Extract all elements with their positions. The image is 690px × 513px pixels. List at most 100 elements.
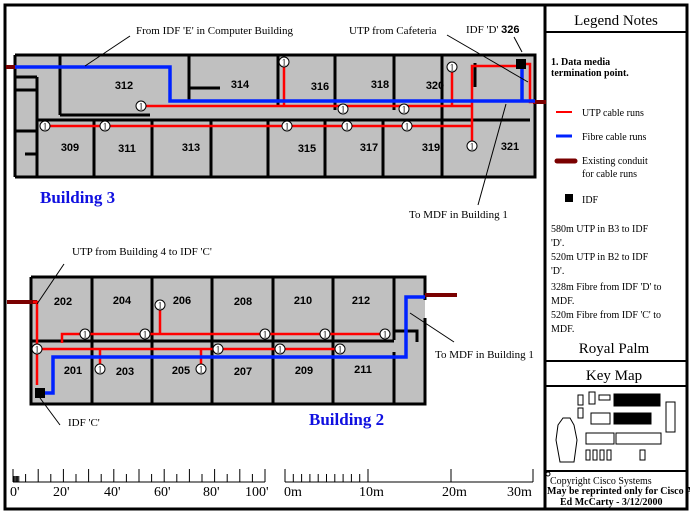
data-outlet-icon xyxy=(259,328,271,340)
outlet-label: 1 xyxy=(323,330,328,340)
callout-b2-to-mdf: To MDF in Building 1 xyxy=(435,349,534,361)
outlet-label: 1 xyxy=(83,330,88,340)
note-line: 520m Fibre from IDF 'C' to xyxy=(551,310,661,321)
data-outlet-icon xyxy=(195,363,207,375)
leader-line xyxy=(446,34,529,83)
room-210: 210 xyxy=(294,295,312,307)
note-line: 520m UTP in B2 to IDF xyxy=(551,252,649,263)
idf-c-marker xyxy=(35,388,45,398)
room-208: 208 xyxy=(234,296,252,308)
outlet-label: 1 xyxy=(103,122,108,132)
outlet-label: 1 xyxy=(402,105,407,115)
callout-utp-cafeteria: UTP from Cafeteria xyxy=(349,25,437,37)
building-3-plan: 312 314 316 318 320 309 311 313 315 317 … xyxy=(6,24,546,221)
data-outlet-icon xyxy=(379,328,391,340)
room-311: 311 xyxy=(118,143,136,155)
leader-line xyxy=(513,36,523,53)
room-202: 202 xyxy=(54,296,72,308)
author-date: Ed McCarty - 3/12/2000 xyxy=(560,497,663,508)
legend-conduit-1: Existing conduit xyxy=(582,156,648,167)
note-1-line-1: 1. Data media xyxy=(551,57,610,68)
room-211: 211 xyxy=(354,364,372,376)
data-outlet-icon xyxy=(401,120,413,132)
metre-label-20: 20m xyxy=(442,485,467,500)
data-outlet-icon xyxy=(278,56,290,68)
data-outlet-icon xyxy=(341,120,353,132)
building-2-fibre-run xyxy=(44,295,425,395)
room-205: 205 xyxy=(172,365,190,377)
room-320: 320 xyxy=(426,80,444,92)
note-line: 'D'. xyxy=(551,266,564,277)
callout-idf-c: IDF 'C' xyxy=(68,417,100,429)
legend-utp: UTP cable runs xyxy=(582,108,644,119)
callout-utp-from-building-4: UTP from Building 4 to IDF 'C' xyxy=(72,246,212,258)
outlet-label: 1 xyxy=(139,102,144,112)
room-312: 312 xyxy=(115,80,133,92)
room-204: 204 xyxy=(113,295,132,307)
building-3-room-labels: 312 314 316 318 320 309 311 313 315 317 … xyxy=(61,79,519,155)
outlet-label: 1 xyxy=(470,142,475,152)
site-name: Royal Palm xyxy=(579,341,650,357)
room-207: 207 xyxy=(234,366,252,378)
data-outlet-icon xyxy=(154,299,166,311)
note-line: 328m Fibre from IDF 'D' to xyxy=(551,282,662,293)
building-3-walls xyxy=(13,53,537,179)
outlet-label: 1 xyxy=(341,105,346,115)
legend-conduit-2: for cable runs xyxy=(582,169,637,180)
data-outlet-icon xyxy=(39,120,51,132)
metre-label-30: 30m xyxy=(507,485,532,500)
building-2-room-labels: 202 204 206 208 210 212 201 203 205 207 … xyxy=(54,295,372,378)
note-1-line-2: termination point. xyxy=(551,68,629,79)
outlet-label: 1 xyxy=(43,122,48,132)
data-outlet-icon xyxy=(94,363,106,375)
data-outlet-icon xyxy=(274,343,286,355)
data-outlet-icon xyxy=(281,120,293,132)
outlet-label: 1 xyxy=(199,365,204,375)
copyright-text: Copyright Cisco Systems xyxy=(550,476,652,487)
room-318: 318 xyxy=(371,79,389,91)
room-315: 315 xyxy=(298,143,316,155)
leader-line xyxy=(409,312,455,343)
outlet-label: 1 xyxy=(282,58,287,68)
feet-label-40: 40' xyxy=(104,485,121,500)
callout-b3-to-mdf: To MDF in Building 1 xyxy=(409,209,508,221)
callout-idf-d: IDF 'D' 326 xyxy=(466,24,520,36)
outlet-label: 1 xyxy=(35,345,40,355)
outlet-label: 1 xyxy=(143,330,148,340)
room-309: 309 xyxy=(61,142,79,154)
data-outlet-icon xyxy=(334,343,346,355)
building-2-plan: 202 204 206 208 210 212 201 203 205 207 … xyxy=(7,246,534,429)
data-outlet-icon xyxy=(446,61,458,73)
building-2-utp-runs xyxy=(33,300,385,385)
leader-line xyxy=(84,35,131,67)
metre-label-10: 10m xyxy=(359,485,384,500)
key-map-title: Key Map xyxy=(586,368,642,384)
room-209: 209 xyxy=(295,365,313,377)
note-line: MDF. xyxy=(551,296,574,307)
legend-title: Legend Notes xyxy=(574,13,658,29)
room-319: 319 xyxy=(422,142,440,154)
room-317: 317 xyxy=(360,142,378,154)
data-outlet-icon xyxy=(139,328,151,340)
outlet-label: 1 xyxy=(263,330,268,340)
outlet-label: 1 xyxy=(285,122,290,132)
outlet-label: 1 xyxy=(383,330,388,340)
feet-label-100: 100' xyxy=(245,485,269,500)
key-map xyxy=(555,391,676,463)
room-203: 203 xyxy=(116,366,134,378)
legend-panel: Legend Notes 1. Data media termination p… xyxy=(545,13,690,508)
outlet-label: 1 xyxy=(450,63,455,73)
room-201: 201 xyxy=(64,365,82,377)
copyright-mark-icon xyxy=(545,471,551,477)
legend-idf: IDF xyxy=(582,195,599,206)
room-206: 206 xyxy=(173,295,191,307)
scale-bars: 0' 20' 40' 60' 80' 100' 0m 10m 20m 30m xyxy=(10,469,534,500)
legend-fibre: Fibre cable runs xyxy=(582,132,647,143)
data-outlet-icon xyxy=(337,103,349,115)
outlet-label: 1 xyxy=(158,301,163,311)
room-321: 321 xyxy=(501,141,519,153)
idf-d-marker xyxy=(516,59,526,69)
callout-from-idf-e: From IDF 'E' in Computer Building xyxy=(136,25,294,37)
